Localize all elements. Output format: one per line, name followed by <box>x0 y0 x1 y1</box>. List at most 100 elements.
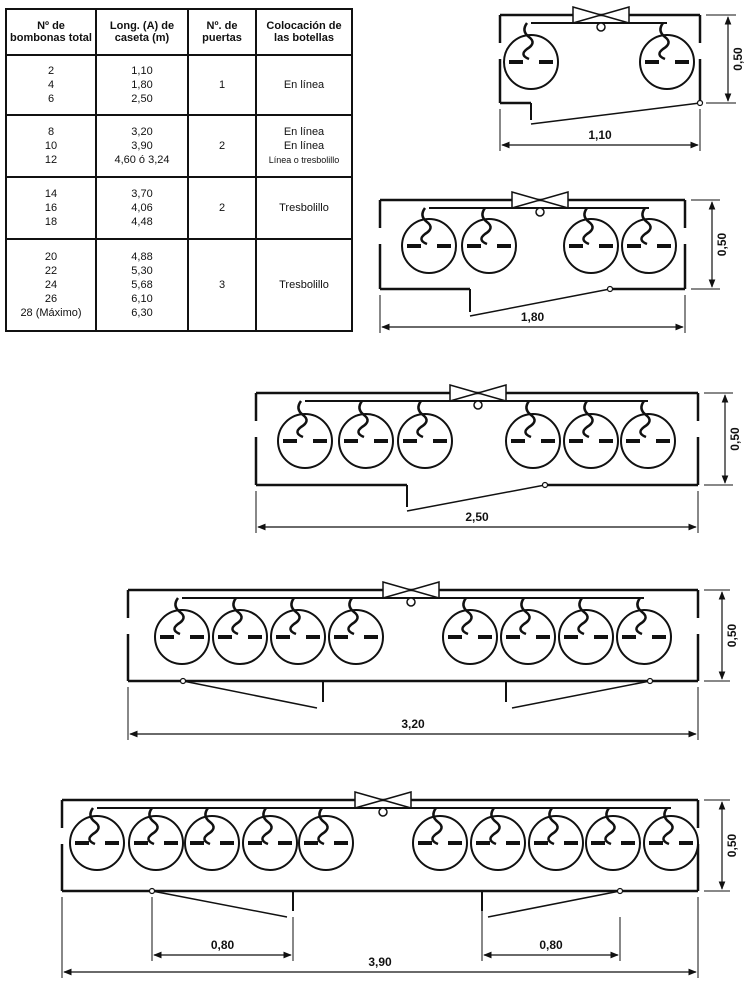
gas-bottle <box>212 597 268 665</box>
gas-bottle <box>470 807 526 871</box>
cell-longitud-value: 5,68 <box>131 279 153 291</box>
bottle-hose <box>88 807 100 846</box>
gas-bottle <box>401 207 457 274</box>
bottle-hose <box>431 807 443 846</box>
cell-longitud-value: 1,10 <box>131 65 153 77</box>
cell-bombonas-value: 14 <box>44 188 58 200</box>
length-dimension-label: 3,20 <box>401 717 425 731</box>
gas-bottle <box>184 807 240 871</box>
cell-longitud-value: 3,90 <box>131 140 153 152</box>
bottle-hose <box>347 597 359 636</box>
gas-bottle <box>563 207 619 274</box>
bottle-hose <box>662 807 674 846</box>
bottle-outline <box>563 413 619 469</box>
bottle-hose <box>317 807 329 846</box>
gas-bottle <box>563 400 619 469</box>
bottle-outline <box>397 413 453 469</box>
valve-handle <box>406 597 416 607</box>
cell-longitud-value: 4,88 <box>131 251 153 263</box>
cell-longitud-value: 6,30 <box>131 307 153 319</box>
bottle-hose <box>261 807 273 846</box>
bottle-hose <box>420 207 432 246</box>
gas-bottle <box>620 400 676 469</box>
bottle-hose <box>480 207 492 246</box>
bottle-hose <box>519 597 531 636</box>
bottle-hose <box>635 597 647 636</box>
valve-right-half <box>537 191 569 209</box>
bottle-outline <box>563 218 619 274</box>
cell-puertas-value: 1 <box>218 79 226 91</box>
cell-puertas-value: 2 <box>218 140 226 152</box>
door-leaf-left <box>182 680 318 709</box>
bottle-outline <box>643 815 699 871</box>
bottle-outline <box>558 609 614 665</box>
bottle-outline <box>242 815 298 871</box>
bottle-outline <box>184 815 240 871</box>
gas-bottle <box>621 207 677 274</box>
bottle-outline <box>585 815 641 871</box>
door-leaf <box>530 102 701 125</box>
valve-right-half <box>408 581 440 599</box>
door-leaf-right <box>511 680 651 709</box>
cell-longitud-value: 6,10 <box>131 293 153 305</box>
valve-handle <box>473 400 483 410</box>
bottle-outline <box>270 609 326 665</box>
bottle-outline <box>616 609 672 665</box>
cell-bombonas-value: 12 <box>44 154 58 166</box>
valve-right-half <box>380 791 412 809</box>
door-hinge <box>696 99 704 107</box>
cell-puertas: 2 <box>187 176 257 240</box>
table-header-row: Nº de bombonas total Long. (A) de caseta… <box>5 8 353 56</box>
cell-puertas-value: 2 <box>218 202 226 214</box>
cell-bombonas-value: 4 <box>47 79 55 91</box>
bottle-outline <box>620 413 676 469</box>
header-bombonas: Nº de bombonas total <box>5 8 97 56</box>
cell-bombonas-value: 16 <box>44 202 58 214</box>
gas-bottle <box>528 807 584 871</box>
bottle-hose <box>416 400 428 439</box>
bottle-hose <box>357 400 369 439</box>
bottle-outline <box>328 609 384 665</box>
cell-colocacion-value: En línea <box>283 140 325 152</box>
bottle-outline <box>212 609 268 665</box>
cell-puertas: 3 <box>187 238 257 332</box>
gas-bottle <box>639 22 695 90</box>
cell-bombonas: 14 16 18 <box>5 176 97 240</box>
cell-bombonas-value: 18 <box>44 216 58 228</box>
door-width-dimension-label: 0,80 <box>539 938 563 952</box>
valve-left-half <box>354 791 386 809</box>
door-leaf <box>406 484 546 512</box>
cell-puertas: 2 <box>187 114 257 178</box>
gas-bottle <box>412 807 468 871</box>
valve-left-half <box>382 581 414 599</box>
valve-right-half <box>598 6 630 24</box>
valve-right-half <box>475 384 507 402</box>
cell-bombonas-value: 28 (Máximo) <box>20 307 82 319</box>
header-puertas: Nº. de puertas <box>187 8 257 56</box>
cell-bombonas-value: 26 <box>44 293 58 305</box>
valve-handle <box>535 207 545 217</box>
bottle-outline <box>503 34 559 90</box>
cell-colocacion-value: Tresbolillo <box>279 279 329 291</box>
bottle-hose <box>147 807 159 846</box>
cell-colocacion-value: En línea <box>283 126 325 138</box>
cell-puertas: 1 <box>187 54 257 116</box>
height-dimension-label: 0,50 <box>725 833 739 857</box>
gas-bottle <box>461 207 517 274</box>
cell-bombonas-value: 10 <box>44 140 58 152</box>
bottle-outline <box>69 815 125 871</box>
bottle-outline <box>500 609 556 665</box>
bottle-outline <box>639 34 695 90</box>
door-hinge-left <box>179 677 187 685</box>
cell-bombonas-value: 8 <box>47 126 55 138</box>
door-leaf <box>469 288 611 317</box>
cell-bombonas-value: 2 <box>47 65 55 77</box>
